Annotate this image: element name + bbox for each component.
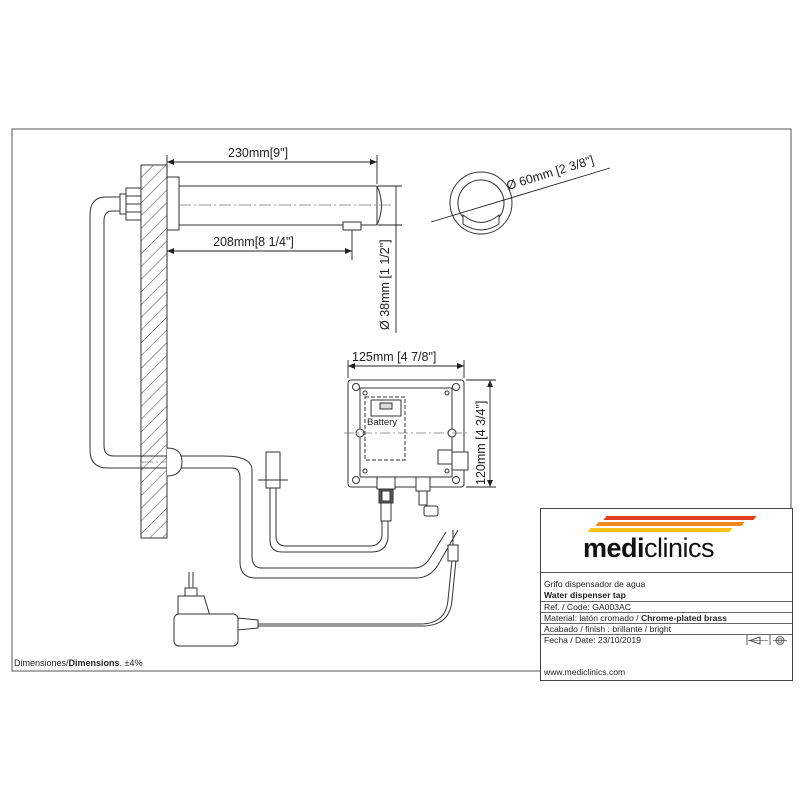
dimension-lines bbox=[166, 155, 496, 488]
spout bbox=[166, 176, 392, 260]
power-adapter bbox=[173, 530, 459, 647]
product-material: Material: latón cromado / Chrome-plated … bbox=[541, 612, 792, 623]
control-box bbox=[344, 379, 470, 522]
sensor-cable bbox=[258, 451, 389, 553]
product-finish: Acabado / finish : brillante / bright bbox=[541, 623, 792, 634]
logo-stripe bbox=[587, 528, 733, 532]
logo-wordmark: mediclinics bbox=[583, 533, 715, 563]
logo-stripe bbox=[595, 522, 745, 526]
flange-detail bbox=[430, 167, 611, 235]
dim-box-width: 125mm [4 7/8"] bbox=[352, 350, 436, 364]
mounting-nut bbox=[119, 187, 142, 221]
dim-spout-diameter: Ø 38mm [1 1/2"] bbox=[378, 239, 392, 330]
logo-stripe bbox=[603, 516, 757, 520]
water-hose bbox=[89, 196, 459, 579]
dim-flange-diameter: Ø 60mm [2 3/8"] bbox=[505, 153, 596, 193]
dimensions-tolerance-note: Dimensiones/Dimensions. ±4% bbox=[14, 658, 143, 668]
product-name-en: Water dispenser tap bbox=[544, 590, 626, 600]
product-name-es: Grifo dispensador de agua bbox=[544, 579, 646, 589]
dim-spout-length: 230mm[9"] bbox=[228, 146, 288, 160]
drawing-date: Fecha / Date: 23/10/2019 bbox=[541, 634, 792, 645]
dim-spout-reach: 208mm[8 1/4"] bbox=[213, 235, 294, 249]
page-border bbox=[11, 128, 792, 672]
dim-box-height: 120mm [4 3/4"] bbox=[474, 401, 488, 485]
battery-label: Battery bbox=[367, 417, 397, 428]
wall-section bbox=[140, 164, 168, 539]
product-code: Ref. / Code: GA003AC bbox=[541, 601, 792, 612]
website-link[interactable]: www.mediclinics.com bbox=[544, 667, 626, 677]
title-block: mediclinics Grifo dispensador de agua Wa… bbox=[540, 508, 793, 681]
brand-logo: mediclinics bbox=[541, 509, 792, 573]
projection-symbol-icon bbox=[746, 635, 787, 645]
